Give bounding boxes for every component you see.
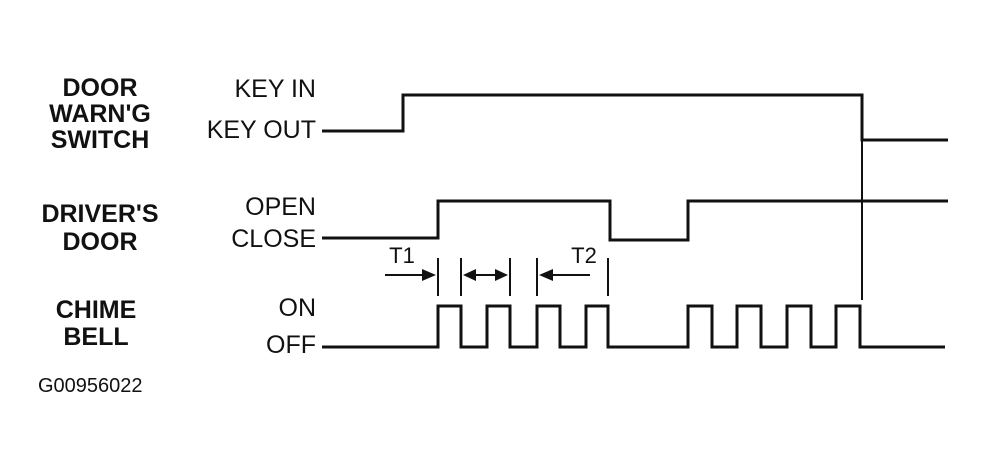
signal-door-warning-switch: DOOR WARN'G SWITCH KEY IN KEY OUT (49, 74, 948, 154)
open-label: OPEN (245, 193, 316, 221)
door-warning-switch-waveform (322, 93, 948, 142)
signal-drivers-door: DRIVER'S DOOR OPEN CLOSE (41, 193, 948, 256)
interval-markers: T1 T2 (385, 243, 609, 296)
interval-double-arrow-head-left (463, 269, 476, 281)
t2-arrow-head (539, 269, 553, 281)
drivers-door-name-line-2: DOOR (63, 228, 138, 256)
t2-label: T2 (571, 243, 597, 268)
close-label: CLOSE (231, 225, 316, 253)
off-label: OFF (266, 331, 316, 359)
key-out-label: KEY OUT (207, 116, 316, 144)
key-in-label: KEY IN (234, 75, 316, 103)
chime-bell-name-line-1: CHIME (56, 296, 137, 324)
on-label: ON (279, 294, 317, 322)
signal-chime-bell: CHIME BELL ON OFF (56, 294, 945, 359)
t1-label: T1 (389, 243, 415, 268)
door-warning-switch-name-line-1: DOOR (63, 74, 138, 102)
t1-arrow-head (422, 269, 436, 281)
chime-bell-waveform (322, 304, 945, 349)
door-warning-switch-name-line-2: WARN'G (49, 100, 151, 128)
chime-bell-name-line-2: BELL (63, 323, 128, 351)
drivers-door-name-line-1: DRIVER'S (41, 200, 158, 228)
figure-id: G00956022 (38, 375, 143, 397)
drivers-door-waveform (322, 199, 948, 242)
interval-double-arrow-head-right (495, 269, 508, 281)
door-warning-switch-name-line-3: SWITCH (51, 126, 150, 154)
